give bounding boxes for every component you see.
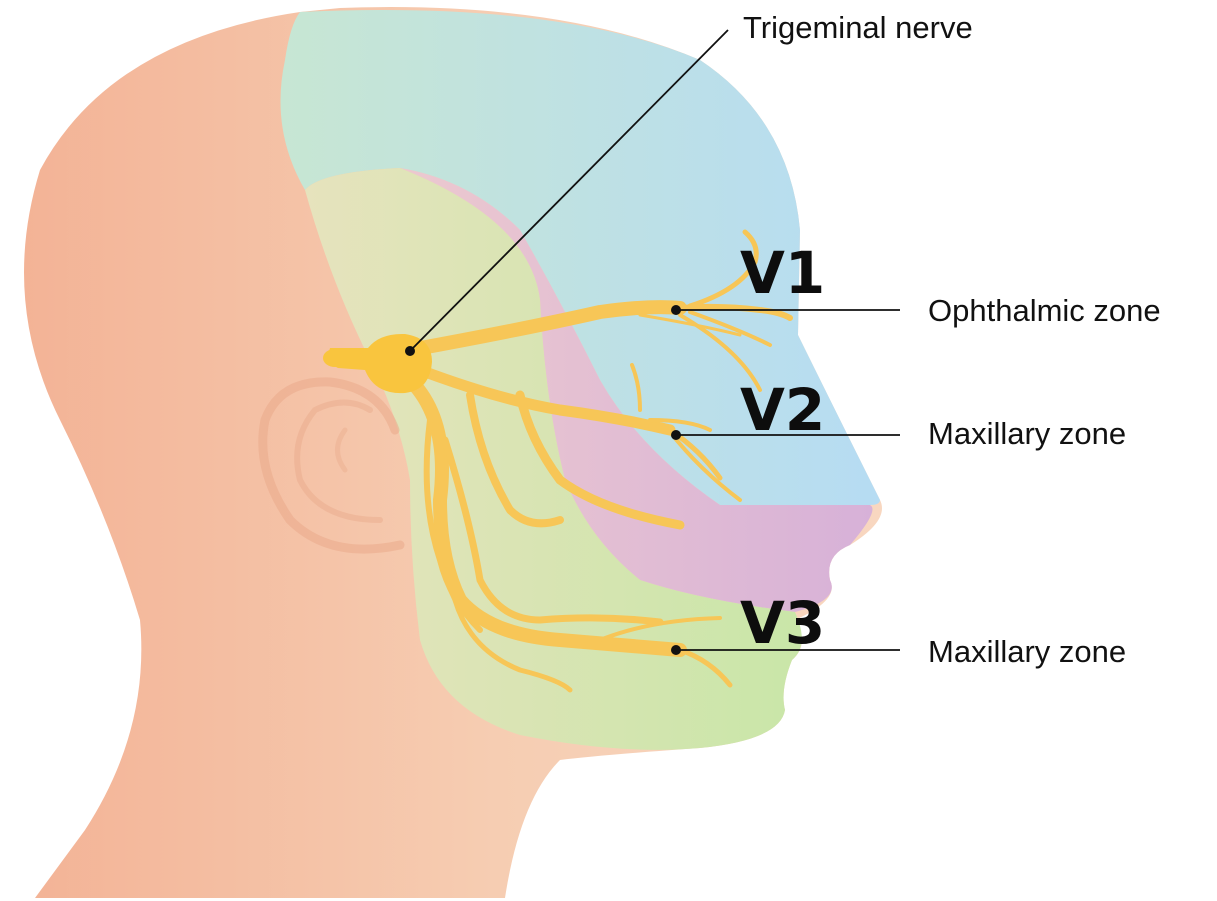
v1-point	[671, 305, 681, 315]
mandibular-zone-label: Maxillary zone	[928, 634, 1126, 669]
v3-point	[671, 645, 681, 655]
v1-branch-label: V1	[740, 239, 825, 307]
v3-branch-label: V3	[740, 589, 825, 657]
v2-branch-label: V2	[740, 376, 825, 444]
maxillary-zone-label: Maxillary zone	[928, 416, 1126, 451]
v2-point	[671, 430, 681, 440]
ophthalmic-zone-label: Ophthalmic zone	[928, 293, 1161, 328]
trigeminal-nerve-label: Trigeminal nerve	[743, 10, 973, 45]
trigeminal-point	[405, 346, 415, 356]
